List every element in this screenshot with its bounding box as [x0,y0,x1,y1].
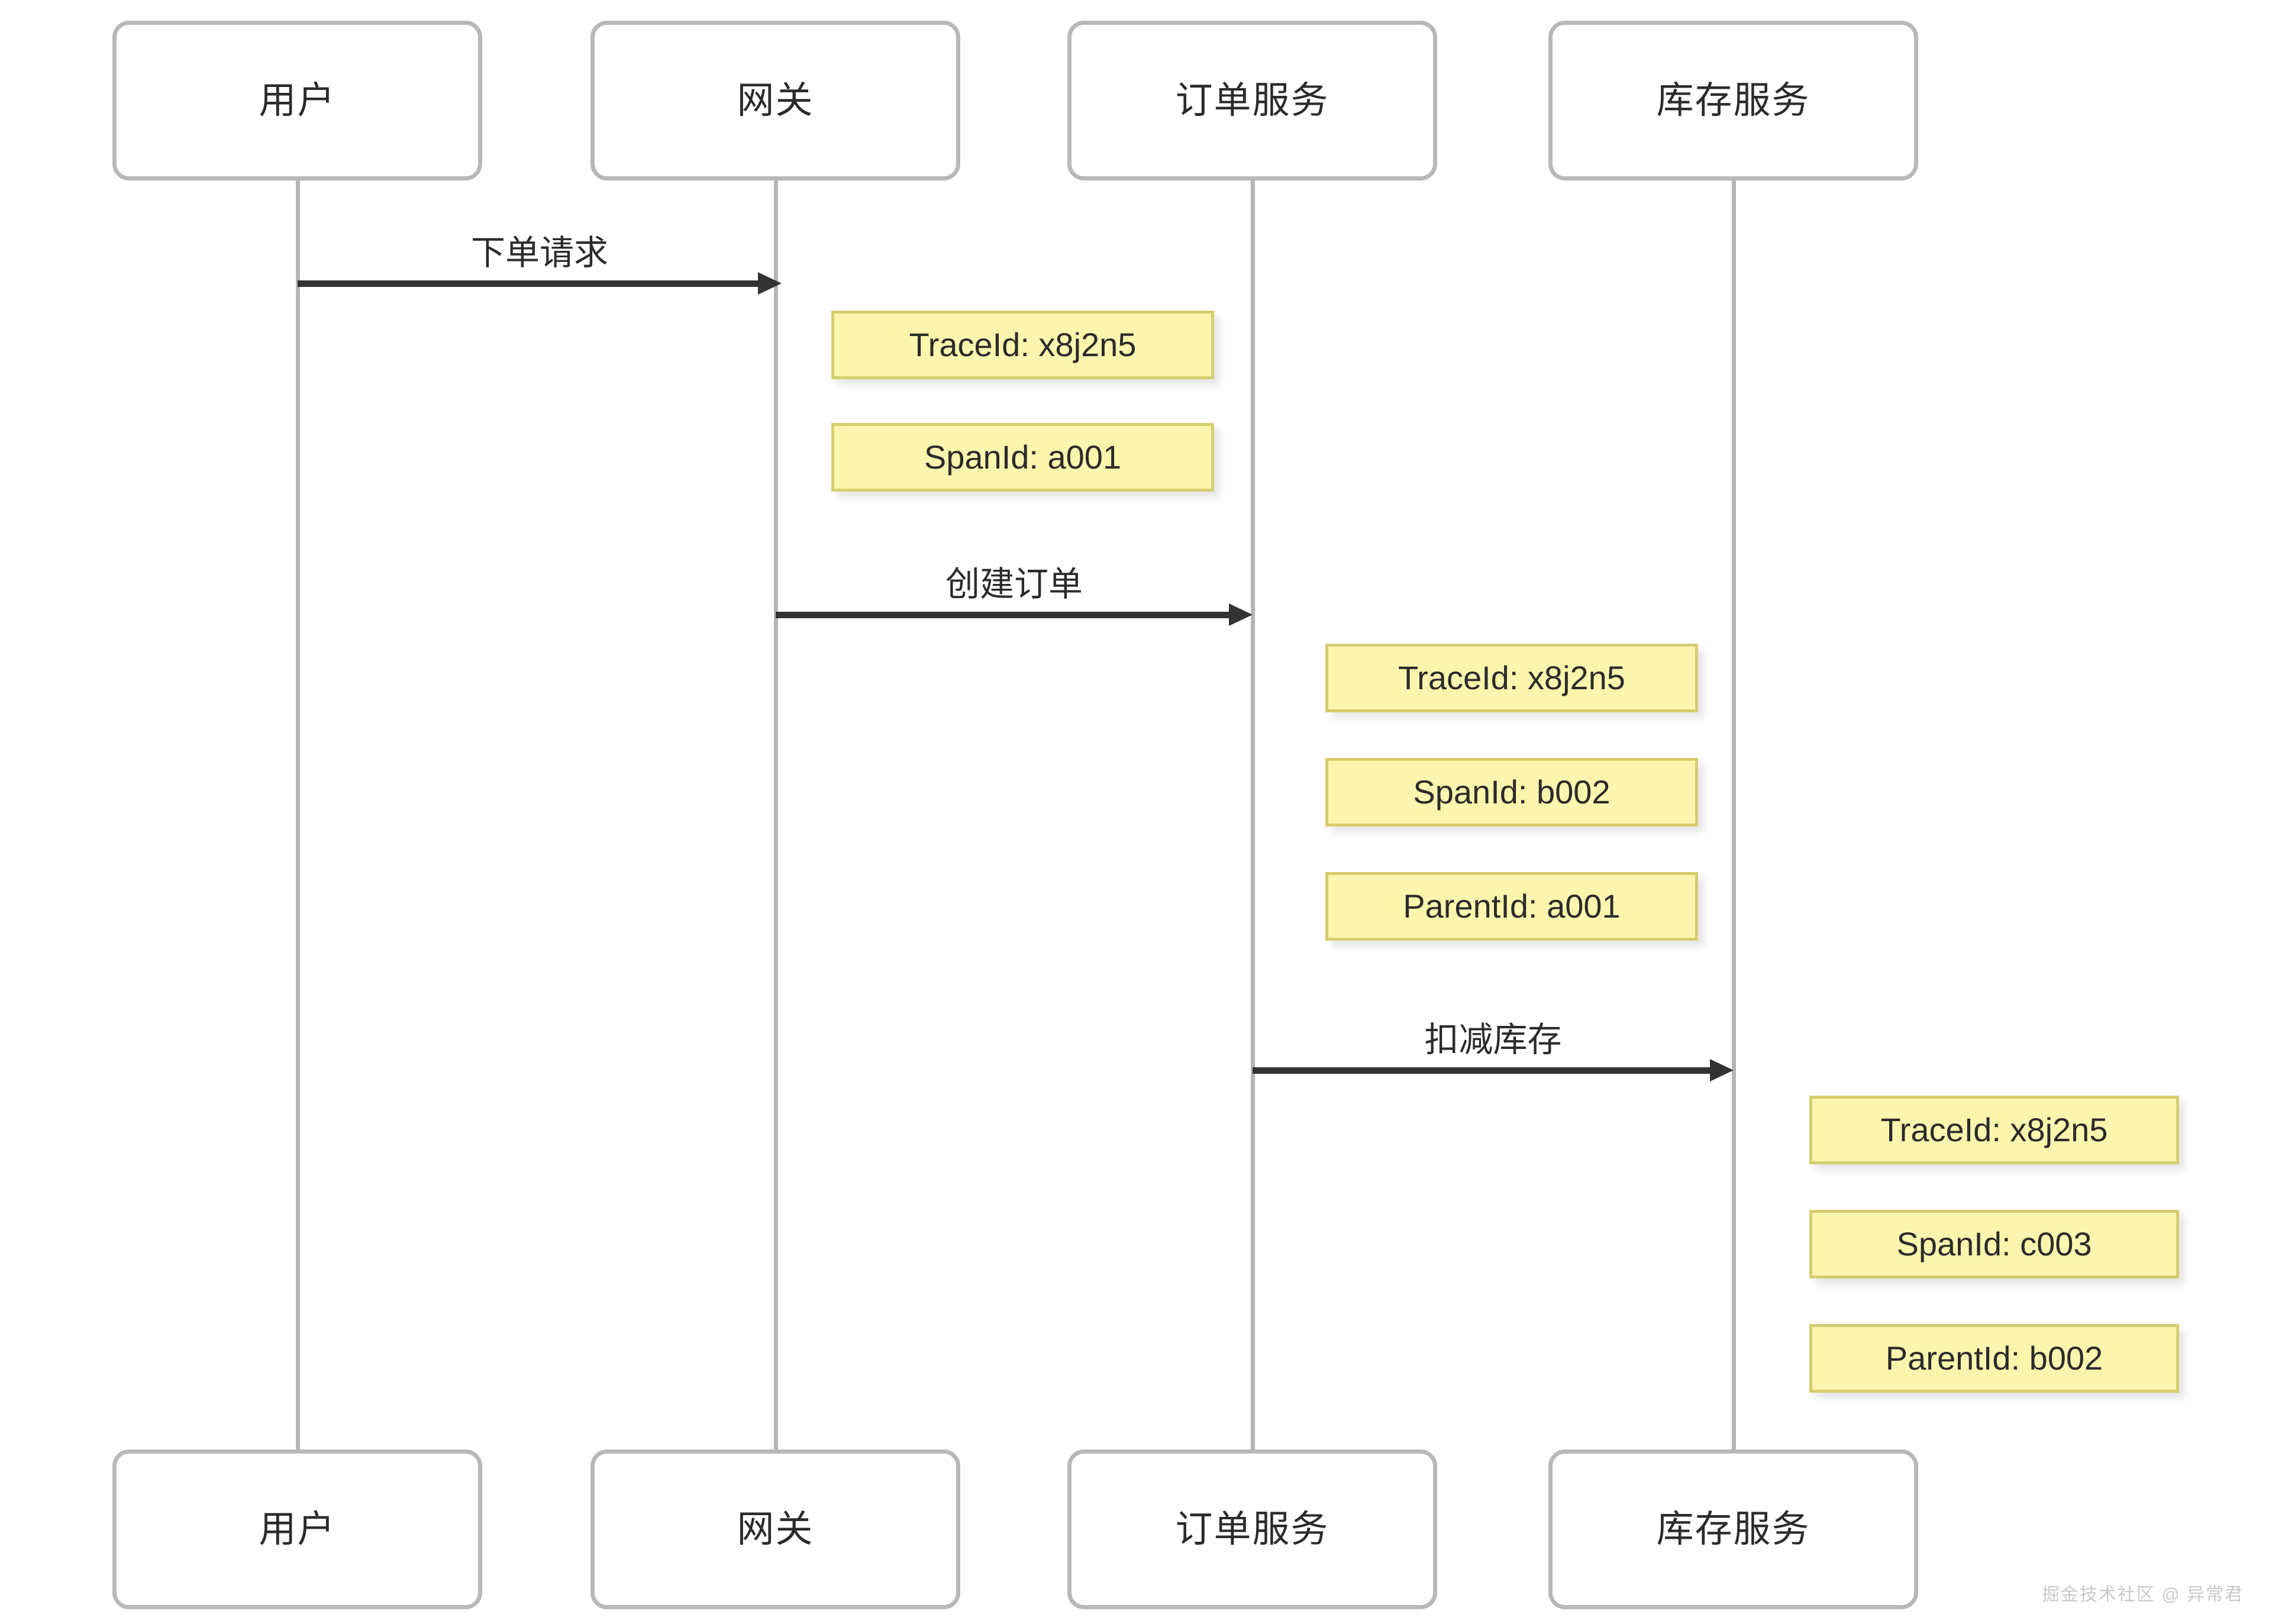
note-text-order-spanid: SpanId: b002 [1413,773,1611,811]
participant-box-user-top[interactable]: 用户 [112,21,482,180]
message-arrowhead-create-order [1229,603,1253,626]
participant-box-order-top[interactable]: 订单服务 [1067,21,1437,180]
lifeline-order [1251,180,1255,1449]
participant-label-order-bottom: 订单服务 [1175,1508,1329,1550]
participant-box-inventory-bottom[interactable]: 库存服务 [1548,1449,1918,1609]
lifeline-gateway [774,180,778,1449]
message-line-create-order [776,612,1229,618]
note-order-traceid[interactable]: TraceId: x8j2n5 [1325,644,1698,712]
message-arrow-create-order[interactable]: 创建订单 [776,547,1253,626]
note-text-inventory-spanid: SpanId: c003 [1896,1225,2092,1263]
note-order-parentid[interactable]: ParentId: a001 [1325,872,1698,941]
participant-label-inventory-bottom: 库存服务 [1656,1508,1810,1550]
participant-box-order-bottom[interactable]: 订单服务 [1067,1449,1437,1609]
message-arrow-order-request[interactable]: 下单请求 [298,216,782,295]
participant-label-order-top: 订单服务 [1175,79,1329,121]
note-text-inventory-traceid: TraceId: x8j2n5 [1880,1111,2108,1148]
note-inventory-traceid[interactable]: TraceId: x8j2n5 [1809,1096,2179,1164]
note-text-gateway-traceid: TraceId: x8j2n5 [909,326,1137,363]
participant-box-gateway-top[interactable]: 网关 [590,21,960,180]
note-text-order-parentid: ParentId: a001 [1403,887,1621,925]
note-gateway-spanid[interactable]: SpanId: a001 [831,423,1214,492]
participant-box-user-bottom[interactable]: 用户 [112,1449,482,1609]
participant-label-user-bottom: 用户 [259,1508,336,1550]
watermark: 掘金技术社区 @ 异常君 [2041,1585,2244,1604]
participant-label-gateway-top: 网关 [737,79,814,121]
participant-label-user-top: 用户 [259,79,336,121]
participant-box-inventory-top[interactable]: 库存服务 [1548,21,1918,180]
participant-box-gateway-bottom[interactable]: 网关 [590,1449,960,1609]
message-arrow-deduct-inventory[interactable]: 扣减库存 [1253,1003,1734,1081]
note-text-order-traceid: TraceId: x8j2n5 [1398,659,1625,696]
note-inventory-parentid[interactable]: ParentId: b002 [1809,1324,2179,1393]
message-label-deduct-inventory: 扣减库存 [1424,1021,1562,1059]
note-text-gateway-spanid: SpanId: a001 [924,438,1122,476]
message-line-deduct-inventory [1253,1067,1710,1074]
message-line-order-request [298,280,758,287]
note-gateway-traceid[interactable]: TraceId: x8j2n5 [831,311,1214,379]
message-arrowhead-deduct-inventory [1710,1059,1734,1081]
participant-label-inventory-top: 库存服务 [1656,79,1810,121]
lifeline-inventory [1732,180,1736,1449]
message-label-order-request: 下单请求 [470,234,608,272]
message-arrowhead-order-request [758,272,782,295]
message-label-create-order: 创建订单 [945,565,1083,603]
note-order-spanid[interactable]: SpanId: b002 [1325,758,1698,826]
lifeline-user [296,180,300,1449]
note-inventory-spanid[interactable]: SpanId: c003 [1809,1210,2179,1278]
participant-label-gateway-bottom: 网关 [737,1508,814,1550]
note-text-inventory-parentid: ParentId: b002 [1885,1339,2103,1377]
